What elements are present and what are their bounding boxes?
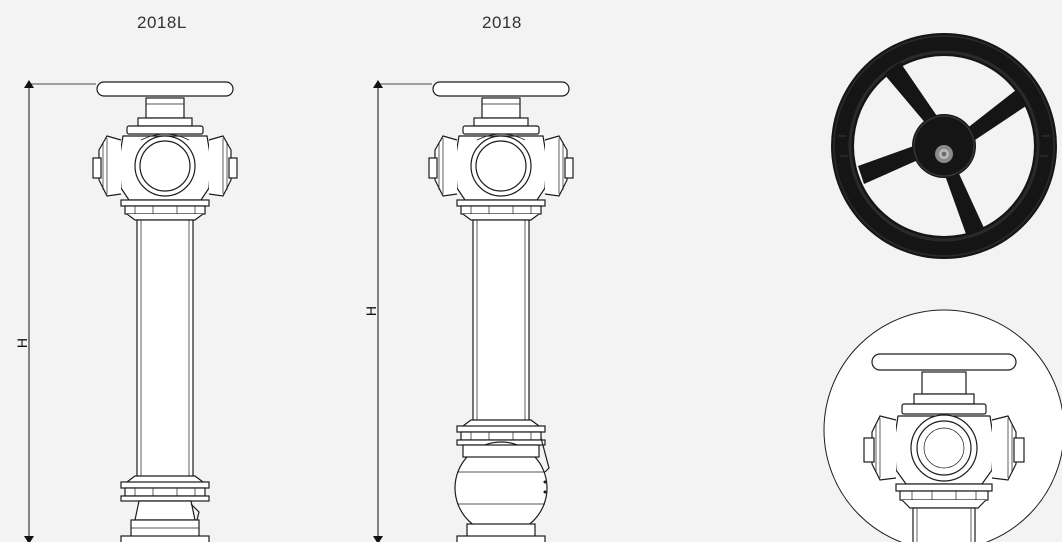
- dimension-label-right: H: [363, 306, 379, 316]
- detail-circle: [823, 309, 1062, 542]
- handwheel-photo: [824, 26, 1062, 266]
- model-title-2018: 2018: [482, 13, 522, 32]
- hydrant-drawing-2018: H: [363, 80, 574, 542]
- hydrant-drawing-2018l: H: [14, 80, 238, 542]
- model-title-2018l: 2018L: [137, 13, 187, 32]
- dimension-label-left: H: [14, 338, 30, 348]
